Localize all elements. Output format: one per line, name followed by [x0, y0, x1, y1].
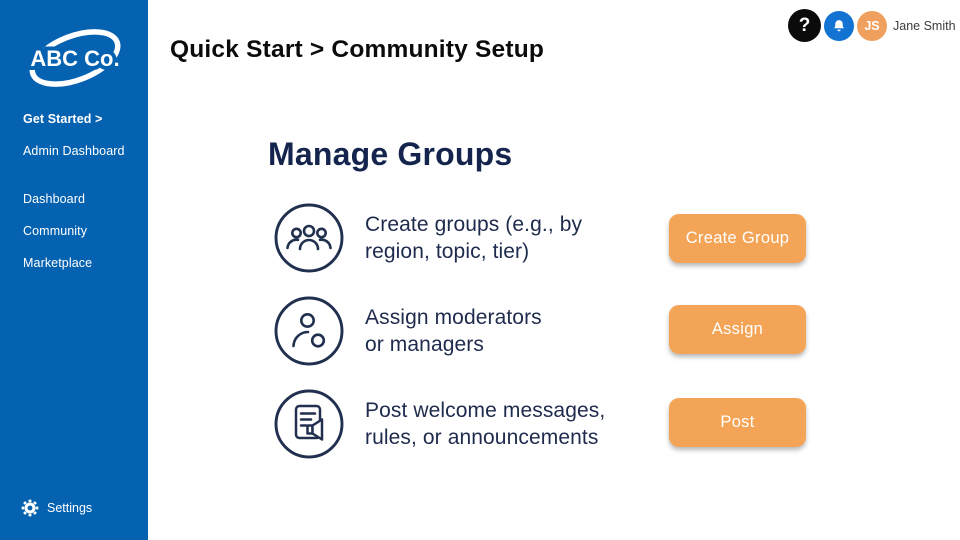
- assign-button[interactable]: Assign: [669, 305, 806, 354]
- create-group-button[interactable]: Create Group: [669, 214, 806, 263]
- sidebar-item-marketplace[interactable]: Marketplace: [23, 256, 93, 270]
- page-title: Manage Groups: [268, 136, 513, 172]
- person-icon: [274, 296, 344, 366]
- notifications-button[interactable]: [824, 11, 854, 41]
- post-button[interactable]: Post: [669, 398, 806, 447]
- document-megaphone-icon: [274, 389, 344, 459]
- sidebar: ABC Co. Get Started > Admin Dashboard Da…: [0, 0, 148, 540]
- bell-icon: [834, 20, 844, 32]
- sidebar-item-get-started[interactable]: Get Started >: [23, 112, 103, 126]
- user-name: Jane Smith: [893, 19, 956, 33]
- breadcrumb: Quick Start > Community Setup: [170, 36, 545, 63]
- avatar-initials: JS: [864, 19, 880, 33]
- row-description: Post welcome messages, rules, or announc…: [365, 399, 606, 449]
- settings-label: Settings: [47, 501, 93, 515]
- avatar[interactable]: JS: [857, 11, 887, 41]
- sidebar-item-settings[interactable]: Settings: [20, 498, 92, 518]
- question-mark-icon: ?: [798, 14, 811, 36]
- row-description: Create groups (e.g., by region, topic, t…: [365, 213, 583, 263]
- sidebar-item-admin-dashboard[interactable]: Admin Dashboard: [23, 144, 125, 158]
- sidebar-item-community[interactable]: Community: [23, 224, 88, 238]
- help-button[interactable]: ?: [788, 9, 821, 42]
- row-description: Assign moderators or managers: [365, 306, 542, 356]
- company-logo: ABC Co.: [26, 29, 124, 87]
- gear-icon: [21, 499, 39, 517]
- logo-text: ABC Co.: [30, 46, 119, 71]
- sidebar-item-dashboard[interactable]: Dashboard: [23, 192, 86, 206]
- group-icon: [274, 203, 344, 273]
